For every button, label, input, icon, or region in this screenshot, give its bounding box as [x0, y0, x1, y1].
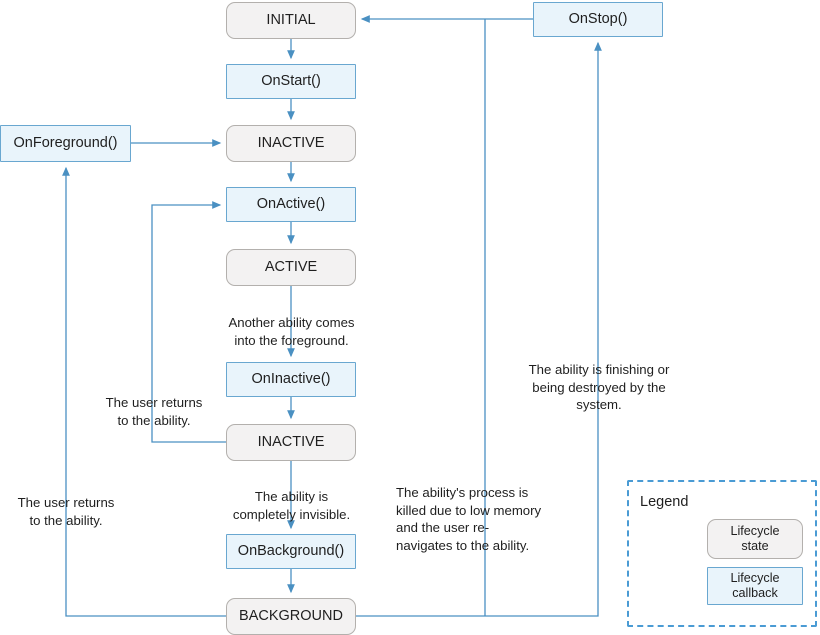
legend-title: Legend: [640, 494, 689, 510]
note-another-ability: Another ability comes into the foregroun…: [228, 315, 355, 348]
state-node-inactive1[interactable]: INACTIVE: [226, 125, 356, 162]
legend-state: Lifecycle state: [707, 519, 803, 559]
connector-background-to-onforeground: [62, 166, 226, 617]
state-node-active[interactable]: ACTIVE: [226, 249, 356, 286]
callback-node-onstart[interactable]: OnStart(): [226, 64, 356, 99]
note-completely-invisible: The ability is completely invisible.: [232, 489, 351, 522]
note-finishing-destroyed: The ability is finishing or being destro…: [528, 362, 670, 413]
callback-node-onstop[interactable]: OnStop(): [533, 2, 663, 37]
legend-frame: [627, 480, 817, 627]
connector-layer: [62, 15, 602, 617]
note-process-killed: The ability's process is killed due to l…: [396, 485, 542, 553]
note-user-returns-upper: The user returns to the ability.: [105, 395, 203, 428]
legend-callback: Lifecycle callback: [707, 567, 803, 605]
state-node-initial[interactable]: INITIAL: [226, 2, 356, 39]
callback-node-onactive[interactable]: OnActive(): [226, 187, 356, 222]
callback-node-onbackground[interactable]: OnBackground(): [226, 534, 356, 569]
state-node-background[interactable]: BACKGROUND: [226, 598, 356, 635]
note-user-returns-lower: The user returns to the ability.: [17, 495, 115, 528]
state-node-inactive2[interactable]: INACTIVE: [226, 424, 356, 461]
callback-node-oninactive[interactable]: OnInactive(): [226, 362, 356, 397]
callback-node-onforeground[interactable]: OnForeground(): [0, 125, 131, 162]
connector-background-to-onstop: [356, 41, 602, 617]
connector-inactive2-to-onactive: [151, 201, 226, 443]
